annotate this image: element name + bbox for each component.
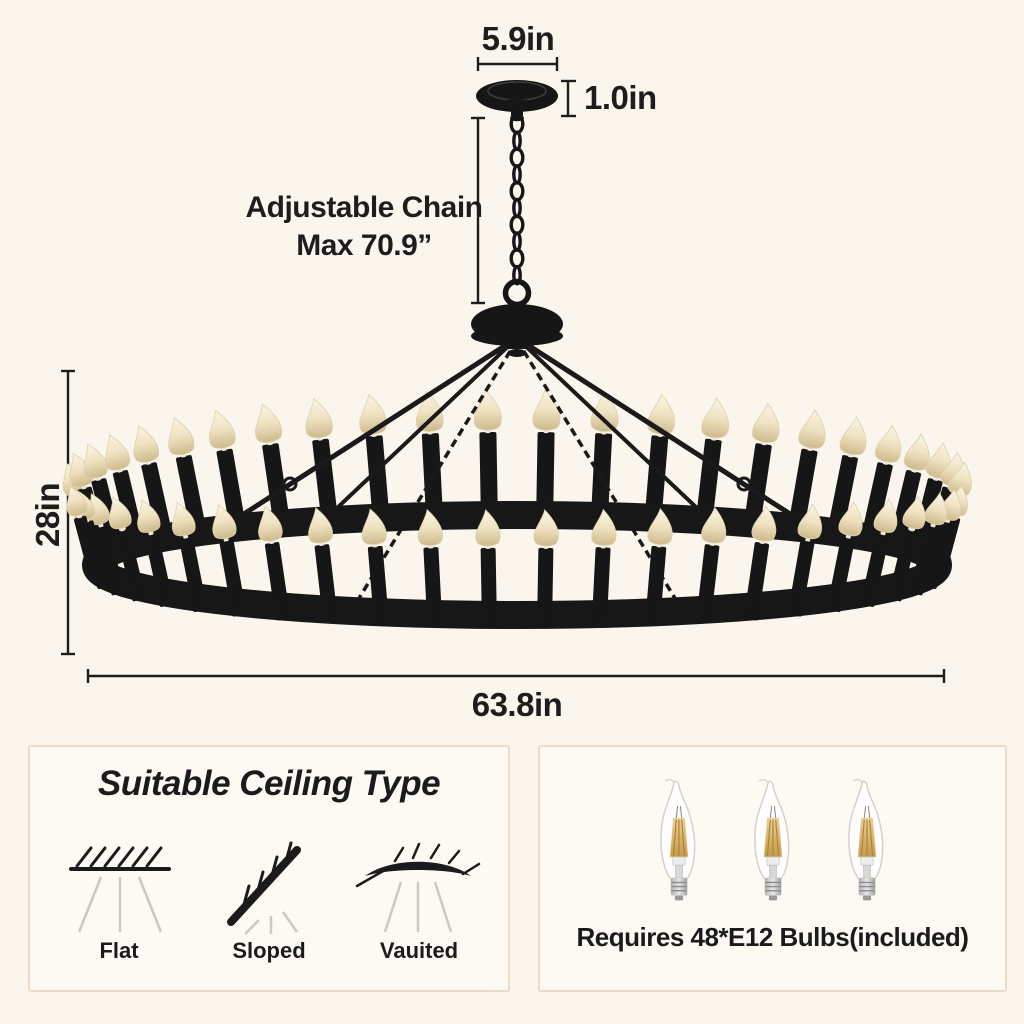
- candle: [137, 499, 174, 607]
- canopy-height-label: 1.0in: [584, 79, 657, 116]
- chain-length-label: Adjustable Chain Max 70.9”: [175, 189, 553, 265]
- candle-bulb: [701, 397, 730, 439]
- support-bar-mid-right: [515, 336, 718, 528]
- ceiling-type-flat: Flat: [44, 824, 194, 964]
- canopy-height-dim-line: [561, 79, 576, 118]
- candle-bulb: [168, 417, 195, 456]
- candle-bulb: [417, 508, 443, 546]
- candle: [417, 508, 443, 628]
- canopy-and-chain: [471, 80, 563, 357]
- ceiling-canopy: [476, 80, 558, 112]
- candle-bulb: [108, 496, 132, 530]
- candle-bulb: [533, 509, 559, 547]
- fixture-diameter-label: 63.8in: [471, 686, 563, 723]
- hub-finial: [508, 349, 526, 357]
- candle-bulb: [473, 389, 502, 431]
- candle: [212, 504, 247, 617]
- candle: [258, 505, 291, 621]
- candle: [826, 501, 863, 613]
- e12-bulb-icon: [648, 777, 710, 908]
- ceiling-type-panel: Suitable Ceiling Type Flat: [28, 745, 510, 992]
- candle: [888, 495, 926, 602]
- candle: [66, 485, 103, 583]
- candle-bulb: [751, 505, 777, 542]
- ceiling-type-label: Flat: [99, 938, 139, 963]
- ceiling-type-vaulted: Vauited: [344, 824, 494, 964]
- candle-bulb: [305, 397, 333, 439]
- candle-bulb: [647, 507, 673, 545]
- candle: [787, 503, 823, 617]
- candle: [87, 493, 125, 596]
- support-bar-mid-left: [316, 336, 519, 528]
- support-bar-left: [231, 335, 519, 524]
- candle-bulb: [137, 499, 161, 533]
- chain-length-dim-line: [471, 116, 485, 305]
- candle: [909, 492, 948, 596]
- candle: [645, 507, 673, 626]
- canopy-width-dim-line: [476, 57, 559, 71]
- bulb-icon-row: [648, 777, 898, 908]
- candle-bulb: [171, 501, 196, 537]
- candle-bulb: [839, 416, 867, 456]
- candle-bulb: [83, 443, 108, 479]
- candle-bulb: [797, 503, 823, 540]
- ceiling-panel-title: Suitable Ceiling Type: [97, 764, 441, 803]
- chain-label-line1: Adjustable Chain: [245, 191, 483, 224]
- candle-bulb: [475, 509, 501, 547]
- candle-bulb: [904, 433, 930, 471]
- candle: [533, 509, 559, 628]
- candle-bulb: [591, 508, 617, 546]
- candle: [308, 507, 338, 624]
- candle-bulb: [258, 505, 283, 542]
- candle-bulb: [208, 409, 236, 449]
- ceiling-type-row: Flat Sloped: [30, 824, 508, 964]
- front-candle-row: [66, 484, 968, 628]
- canopy-width-label: 5.9in: [481, 20, 555, 57]
- candle-bulb: [798, 409, 826, 449]
- candle-bulb: [66, 485, 88, 517]
- candle-bulb: [875, 424, 902, 463]
- candle-bulb: [532, 389, 561, 431]
- bulb-requirement-panel: Requires 48*E12 Bulbs(included): [538, 745, 1007, 992]
- dimension-lines: [61, 57, 946, 683]
- e12-bulb-icon: [836, 777, 898, 908]
- candle: [860, 498, 898, 607]
- candle: [743, 505, 777, 621]
- candle-bulb: [104, 434, 130, 471]
- support-bar-right: [515, 335, 803, 524]
- hanging-chain: [509, 113, 525, 286]
- candle-bulb: [924, 492, 948, 526]
- flat-ceiling-icon: [69, 846, 171, 933]
- ceiling-type-label: Sloped: [232, 938, 306, 963]
- candle-bulb: [873, 498, 898, 533]
- turnbuckle-left: [282, 476, 298, 492]
- candle: [171, 501, 208, 613]
- chain-label-line2: Max 70.9”: [296, 229, 432, 262]
- fixture-height-label: 28in: [29, 482, 66, 548]
- candle: [108, 496, 146, 602]
- candle-bulb: [361, 508, 387, 545]
- candle-bulb: [133, 425, 160, 463]
- candle: [591, 508, 617, 628]
- candle: [696, 506, 727, 624]
- candle-bulb: [752, 402, 780, 443]
- candle: [361, 508, 390, 626]
- e12-bulb-icon: [742, 777, 804, 908]
- candle-bulb: [838, 501, 863, 537]
- candle-bulb: [255, 403, 283, 443]
- ceiling-type-sloped: Sloped: [194, 824, 344, 964]
- ceiling-type-label: Vauited: [379, 938, 459, 963]
- fixture-diameter-dim-line: [86, 669, 946, 683]
- turnbuckle-right: [736, 476, 752, 492]
- vaulted-ceiling-icon: [355, 842, 481, 933]
- candle-bulb: [701, 506, 727, 544]
- candle: [475, 509, 501, 628]
- bulb-requirement-text: Requires 48*E12 Bulbs(included): [576, 922, 969, 952]
- sloped-ceiling-icon: [227, 841, 301, 935]
- candle-bulb: [212, 504, 237, 540]
- candle-bulb: [902, 495, 926, 530]
- candle-bulb: [308, 507, 333, 544]
